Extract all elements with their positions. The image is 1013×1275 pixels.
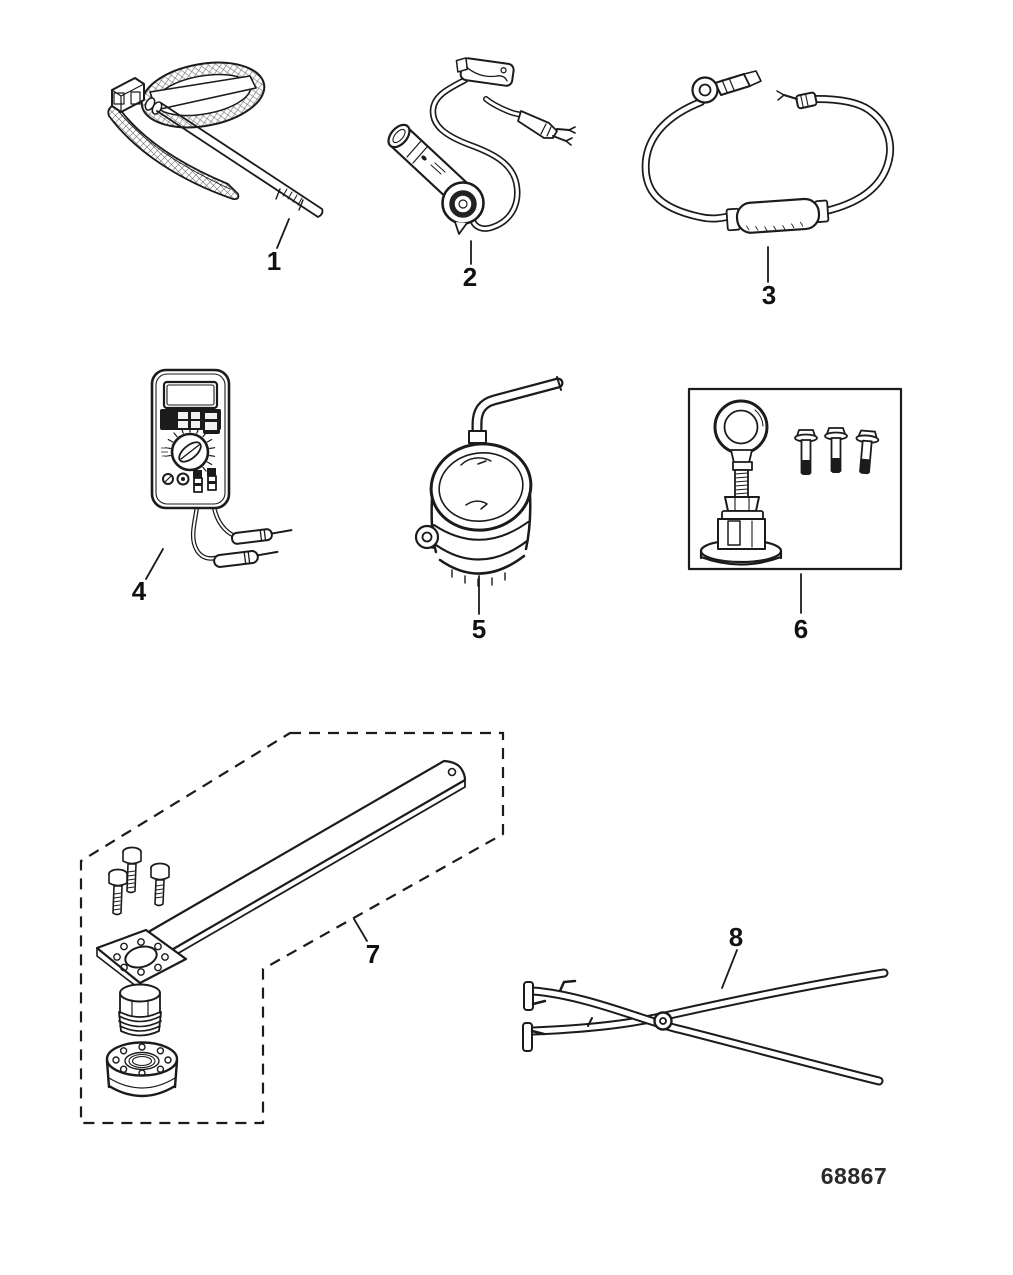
kit-bolt [108, 868, 128, 916]
multimeter-display [162, 380, 219, 410]
callout-5-label: 5 [472, 614, 486, 644]
part-5-canister-illustration [414, 376, 564, 587]
callout-1-label: 1 [267, 246, 281, 276]
callout-3-label: 3 [762, 280, 776, 310]
callout-7-leader [353, 918, 368, 942]
flange-plate [95, 928, 188, 991]
part-4-multimeter-illustration [150, 368, 293, 568]
flywheel-holder-bar [148, 759, 467, 959]
kit-bolt [122, 846, 142, 894]
test-probe [230, 528, 293, 545]
multimeter-dial [161, 426, 216, 472]
kit-bolt [150, 862, 170, 907]
fuse-holder [735, 197, 821, 234]
callout-2-label: 2 [463, 262, 477, 292]
part-6-lifting-eye-kit-illustration [687, 387, 903, 571]
adapter-hub [105, 1041, 179, 1098]
callout-7-label: 7 [366, 939, 380, 969]
part-2-test-light-illustration [387, 57, 576, 235]
kit-dashed-boundary [79, 731, 505, 1125]
multimeter-jacks [193, 468, 217, 493]
part-3-fused-wire-illustration [641, 70, 895, 234]
kit-bolt [855, 429, 880, 475]
part-8-snap-ring-pliers-illustration [522, 968, 889, 1086]
callout-8-label: 8 [729, 922, 743, 952]
drawing-number: 68867 [821, 1163, 887, 1189]
callout-6-label: 6 [794, 614, 808, 644]
kit-bolt [824, 427, 848, 473]
lifting-eye-bolt [699, 399, 783, 566]
part-7-flywheel-tool-kit-illustration [79, 731, 505, 1125]
part-1-mesh-sleeve-tool-illustration [107, 61, 324, 218]
callout-8-leader [721, 949, 738, 989]
kit-bolt [794, 429, 818, 475]
test-probe [213, 550, 279, 568]
callout-4-label: 4 [132, 576, 147, 606]
callout-1-leader [276, 218, 290, 249]
pliers-pivot [653, 1011, 673, 1031]
kit-box-outline [687, 387, 903, 571]
callout-4-leader [145, 548, 164, 580]
hex-plug [118, 983, 162, 1037]
